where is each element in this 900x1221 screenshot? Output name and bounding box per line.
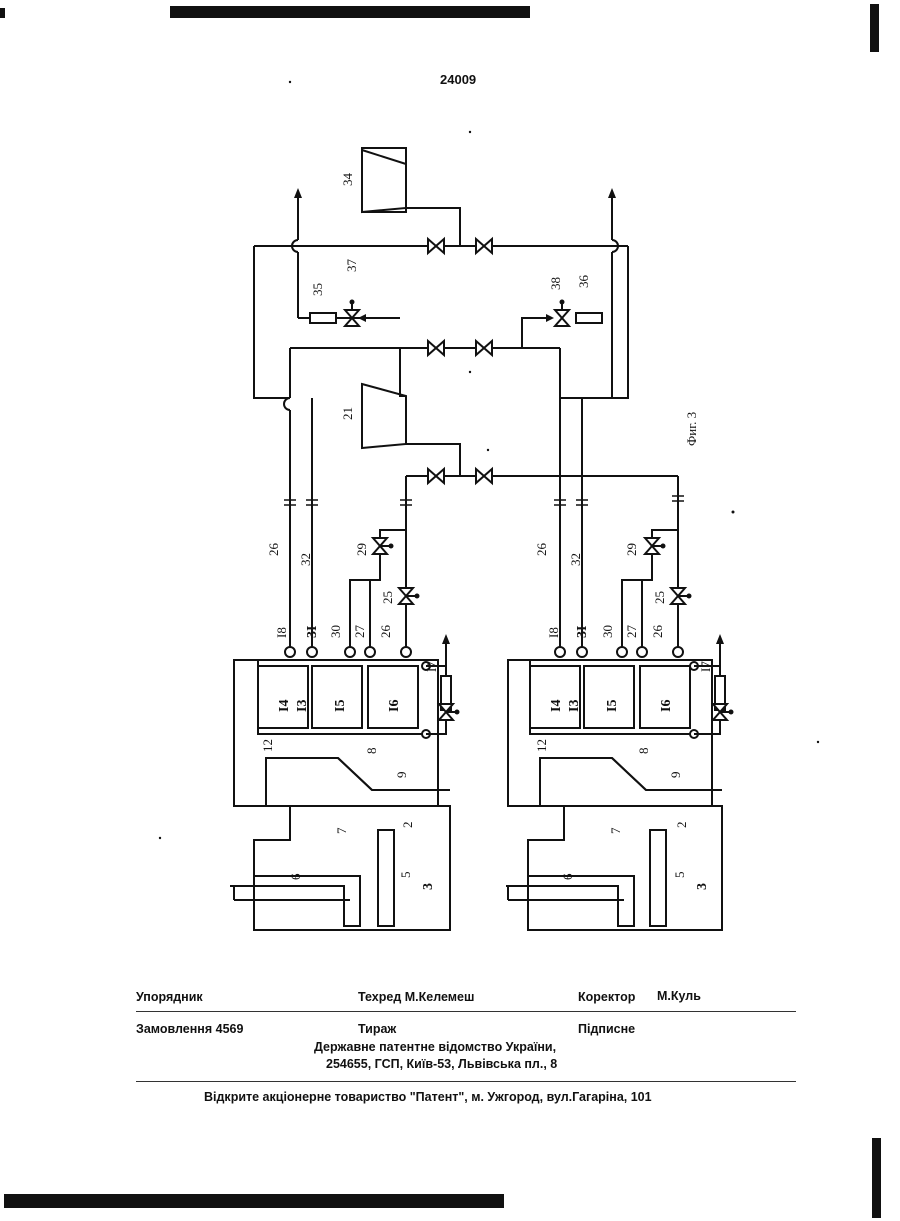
label-12-right: 12: [534, 739, 549, 752]
compiler-label: Упорядник: [136, 990, 203, 1004]
label-14-left: I4: [277, 700, 292, 712]
label-16-right: I6: [659, 700, 674, 712]
label-35: 35: [310, 283, 325, 296]
publisher-line: Відкрите акціонерне товариство "Патент",…: [204, 1090, 652, 1104]
label-25-left: 25: [380, 591, 395, 604]
label-14-right: I4: [549, 700, 564, 712]
label-8-right: 8: [636, 748, 651, 755]
label-37: 37: [344, 259, 359, 273]
label-38: 38: [548, 277, 563, 290]
label-17-left: I7: [424, 661, 439, 672]
label-30-left: 30: [328, 625, 343, 638]
corrector-label: Коректор: [578, 990, 635, 1004]
label-9-right: 9: [668, 772, 683, 779]
label-32-right: 32: [568, 553, 583, 566]
label-36: 36: [576, 275, 591, 289]
figure-label: Фиг. 3: [684, 412, 699, 446]
label-7-left: 7: [334, 827, 349, 834]
label-5-left: 5: [398, 872, 413, 879]
label-12-left: 12: [260, 739, 275, 752]
label-27-right: 27: [624, 625, 639, 639]
scan-artifact-right-bar-bottom: [872, 1138, 881, 1218]
corrector-name: М.Куль: [657, 989, 701, 1003]
label-15-left: I5: [333, 700, 348, 712]
label-8-left: 8: [364, 748, 379, 755]
label-27-left: 27: [352, 625, 367, 639]
label-13-left: I3: [295, 700, 310, 712]
label-9-left: 9: [394, 772, 409, 779]
techred-label: Техред М.Келемеш: [358, 990, 474, 1004]
label-2-right: 2: [674, 822, 689, 829]
label-26-right-b: 26: [650, 625, 665, 639]
label-3-left: 3: [421, 883, 436, 890]
label-30-right: 30: [600, 625, 615, 638]
label-17-right: I7: [698, 661, 713, 672]
label-25-right: 25: [652, 591, 667, 604]
label-29-left: 29: [354, 543, 369, 556]
label-6-right: 6: [560, 873, 575, 880]
label-18-right: I8: [546, 627, 561, 638]
office-line-1: Державне патентне відомство України,: [314, 1040, 556, 1054]
label-26-left-a: 26: [266, 543, 281, 557]
label-21: 21: [340, 407, 355, 420]
rule-top: [136, 1011, 796, 1012]
label-13-right: I3: [567, 700, 582, 712]
label-16-left: I6: [387, 700, 402, 712]
label-29-right: 29: [624, 543, 639, 556]
label-18-left: I8: [274, 627, 289, 638]
scan-artifact-bottom-bar: [4, 1194, 504, 1208]
labels-top: 34 35 37 38 36 21: [310, 173, 591, 421]
label-3-right: 3: [695, 883, 710, 890]
rule-bottom: [136, 1081, 796, 1082]
label-26-right-a: 26: [534, 543, 549, 557]
office-line-2: 254655, ГСП, Київ-53, Львівська пл., 8: [326, 1057, 557, 1071]
label-6-left: 6: [288, 873, 303, 880]
order-number: Замовлення 4569: [136, 1022, 243, 1036]
label-32-left: 32: [298, 553, 313, 566]
turbine-34: [362, 148, 406, 212]
subscription-label: Підписне: [578, 1022, 635, 1036]
label-2-left: 2: [400, 822, 415, 829]
label-34: 34: [340, 173, 355, 187]
label-15-right: I5: [605, 700, 620, 712]
schematic-diagram: 34 35 37 38 36 21 26 32 29 25 I8 3I 30 2…: [0, 0, 900, 960]
circulation-label: Тираж: [358, 1022, 396, 1036]
label-31-right: 3I: [575, 626, 590, 638]
label-26-left-b: 26: [378, 625, 393, 639]
label-7-right: 7: [608, 827, 623, 834]
label-5-right: 5: [672, 872, 687, 879]
label-31-left: 3I: [305, 626, 320, 638]
